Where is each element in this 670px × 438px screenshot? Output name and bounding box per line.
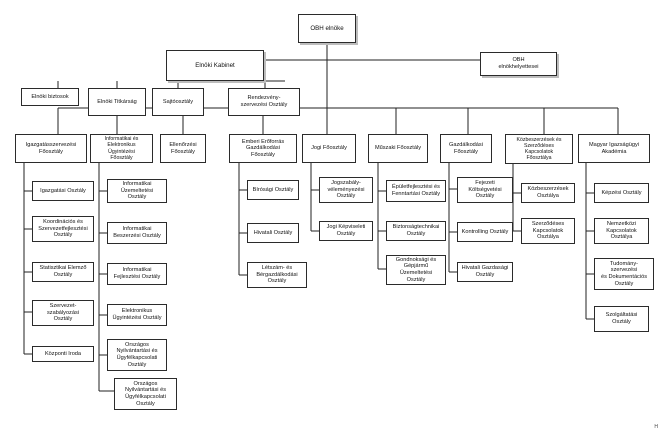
deputy-box: OBH elnökhelyettesei — [480, 52, 557, 76]
unit-d1-4: Szervezet- szabályozási Osztály — [32, 300, 94, 326]
secretariat-box: Elnöki Titkárság — [88, 88, 146, 116]
unit-d2-2: Informatikai Beszerzési Osztály — [107, 222, 167, 244]
unit-d4-1: Bírósági Osztály — [247, 180, 299, 200]
press-box: Sajtóosztály — [152, 88, 204, 116]
unit-d6-3: Gondnoksági és Gépjármű Üzemeltetési Osz… — [386, 255, 446, 285]
department-d1: Igazgatásszervezési Főosztály — [15, 134, 87, 163]
unit-d1-5: Központi Iroda — [32, 346, 94, 362]
unit-d8-2: Szerződéses Kapcsolatok Osztálya — [521, 218, 575, 244]
department-d2: Informatikai és Elektronikus Ügyintézési… — [90, 134, 153, 163]
unit-d2-3: Informatikai Fejlesztési Osztály — [107, 263, 167, 285]
unit-d9-3: Tudomány- szervezési és Dokumentációs Os… — [594, 258, 654, 290]
unit-d7-3: Hivatali Gazdasági Osztály — [457, 262, 513, 282]
footnote: H — [654, 424, 658, 430]
unit-d7-2: Kontrolling Osztály — [457, 222, 513, 242]
unit-d5-1: Jogszabály- véleményezési Osztály — [319, 177, 373, 203]
unit-d6-1: Épületfejlesztési és Fenntartási Osztály — [386, 180, 446, 202]
unit-d9-1: Képzési Osztály — [594, 183, 649, 203]
commissioners-box: Elnöki biztosok — [21, 88, 79, 106]
department-d9: Magyar Igazságügyi Akadémia — [578, 134, 650, 163]
department-d4: Emberi Erőforrás Gazdálkodási Főosztály — [229, 134, 297, 163]
unit-d6-2: Biztonságtechnikai Osztály — [386, 221, 446, 241]
unit-d1-2: Koordinációs és Szervezetfejlesztési Osz… — [32, 216, 94, 242]
unit-d2-6: Országos Nyilvántartási és Ügyfélkapcsol… — [114, 378, 177, 410]
unit-d9-4: Szolgáltatási Osztály — [594, 306, 649, 332]
department-d5: Jogi Főosztály — [302, 134, 356, 163]
head-box: OBH elnöke — [298, 14, 356, 43]
unit-d1-3: Statisztikai Elemző Osztály — [32, 262, 94, 282]
cabinet-box: Elnöki Kabinet — [166, 50, 264, 81]
unit-d8-1: Közbeszerzések Osztálya — [521, 183, 575, 203]
unit-d4-3: Létszám- és Bérgazdálkodási Osztály — [247, 262, 307, 288]
unit-d9-2: Nemzetközi Kapcsolatok Osztálya — [594, 218, 649, 244]
department-d3: Ellenőrzési Főosztály — [160, 134, 206, 163]
unit-d2-1: Informatikai Üzemeltetési Osztály — [107, 179, 167, 203]
department-d8: Közbeszerzések és Szerződéses Kapcsolato… — [505, 134, 573, 164]
department-d7: Gazdálkodási Főosztály — [440, 134, 492, 163]
unit-d7-1: Fejezeti Költségvetési Osztály — [457, 177, 513, 203]
unit-d5-2: Jogi Képviseleti Osztály — [319, 221, 373, 241]
unit-d4-2: Hivatali Osztály — [247, 223, 299, 243]
unit-d1-1: Igazgatási Osztály — [32, 181, 94, 201]
events-box: Rendezvény- szervezési Osztály — [228, 88, 300, 116]
unit-d2-4: Elektronikus Ügyintézési Osztály — [107, 304, 167, 326]
department-d6: Műszaki Főosztály — [368, 134, 428, 163]
unit-d2-5: Országos Nyilvántartási és Ügyfélkapcsol… — [107, 339, 167, 371]
